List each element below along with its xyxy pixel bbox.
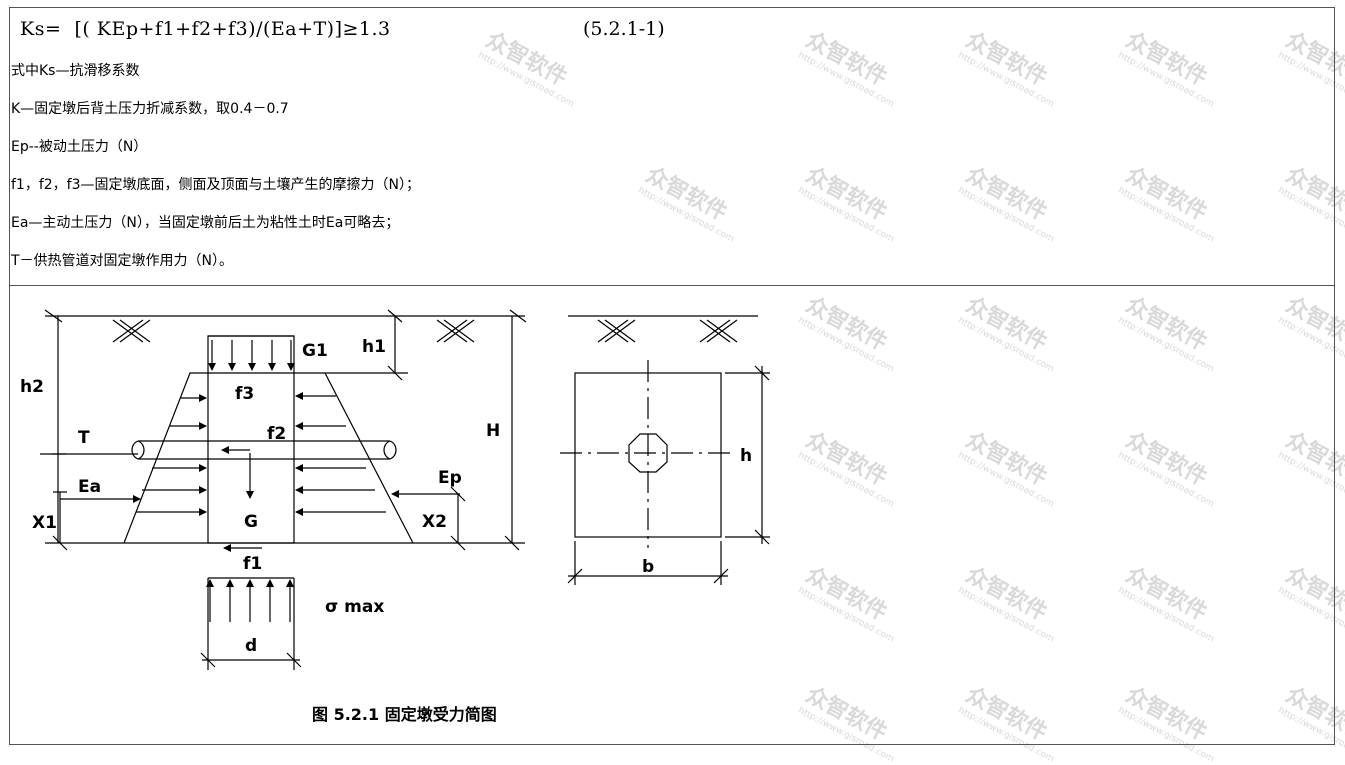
definition-f: f1，f2，f3—固定墩底面，侧面及顶面与土壤产生的摩擦力（N）；	[11, 177, 420, 193]
soil-hatch-symbol	[597, 319, 636, 343]
label-ea: Ea	[78, 477, 101, 497]
left-pressure-arrows	[60, 394, 207, 516]
label-H: H	[486, 421, 500, 441]
plan-pipe-section	[628, 433, 668, 473]
definition-t: T－供热管道对固定墩作用力（N）。	[11, 253, 234, 269]
label-t: T	[78, 428, 90, 448]
label-g: G	[244, 512, 258, 532]
label-x2: X2	[422, 512, 447, 532]
label-d: d	[245, 636, 257, 656]
label-f1: f1	[243, 554, 262, 574]
label-x1: X1	[32, 513, 57, 533]
document-frame	[9, 7, 1335, 745]
definition-ea: Ea—主动土压力（N），当固定墩前后土为粘性土时Ea可略去；	[11, 215, 400, 231]
label-f3: f3	[235, 384, 254, 404]
label-b: b	[642, 557, 654, 577]
soil-hatch-symbol	[436, 319, 475, 343]
formula-ks: Ks= [( KEp+f1+f2+f3)/(Ea+T)]≥1.3	[20, 18, 391, 40]
label-h2: h2	[20, 377, 44, 397]
figure-caption: 图 5.2.1 固定墩受力简图	[312, 705, 497, 724]
label-g1: G1	[302, 341, 328, 361]
label-f2: f2	[267, 424, 286, 444]
formula-number: (5.2.1-1)	[583, 18, 665, 40]
label-h1: h1	[362, 337, 386, 357]
soil-left-slope	[123, 372, 208, 544]
section-divider	[9, 285, 1335, 286]
soil-hatch-symbol	[699, 319, 738, 343]
definition-k: K—固定墩后背土压力折减系数，取0.4－0.7	[11, 101, 289, 117]
soil-right-slope	[294, 372, 414, 544]
label-h: h	[740, 446, 752, 466]
right-pressure-arrows	[295, 392, 460, 516]
soil-hatch-symbol	[112, 319, 151, 343]
pipe	[131, 440, 397, 460]
soil-reaction-arrows	[206, 579, 294, 622]
definition-ks: 式中Ks—抗滑移系数	[11, 63, 140, 79]
label-ep: Ep	[438, 468, 462, 488]
top-load-arrows	[208, 340, 295, 371]
label-sigma-max: σ max	[325, 597, 384, 617]
definition-ep: Ep--被动土压力（N）	[11, 139, 148, 155]
